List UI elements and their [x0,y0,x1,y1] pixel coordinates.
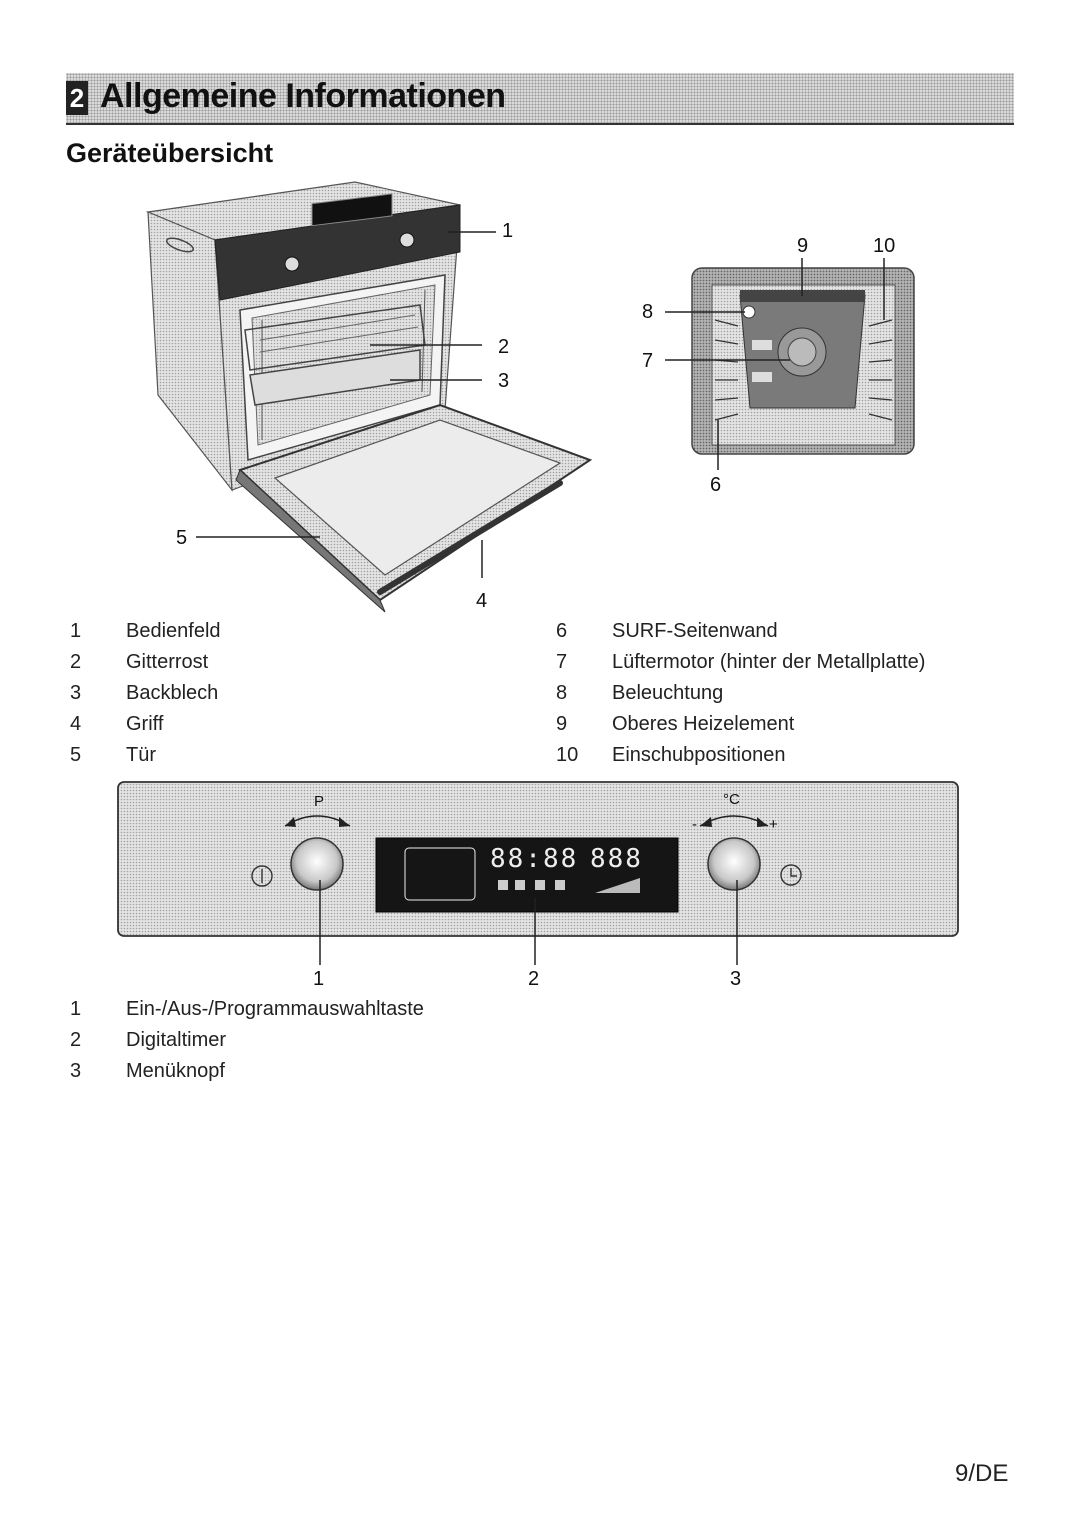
callout-label: 8 [642,301,654,323]
oven-handle [377,480,563,595]
oven-interior-photo [691,267,915,455]
power-icon [251,865,273,887]
oven-cavity [239,274,446,461]
callout-label: 2 [528,968,540,990]
panel-callout-lines [319,880,738,965]
callout-label: 1 [313,968,325,990]
callout-label: 3 [498,370,510,392]
right-knob [707,837,761,891]
section-header-bar: 2 Allgemeine Informationen [66,73,1014,125]
clock-icon [780,864,802,886]
control-panel-illustration [117,781,959,937]
callout-label: 5 [176,527,188,549]
callout-label: 10 [873,235,896,257]
callout-label: 2 [498,336,510,358]
callout-label: 4 [476,590,488,612]
callout-label: 1 [502,220,514,242]
callout-label: 3 [730,968,742,990]
plus-mark: + [769,816,778,833]
section-title: Allgemeine Informationen [100,77,506,115]
callout-label: 7 [642,350,654,372]
minus-mark: - [692,816,697,833]
interior-callout-lines [665,258,885,470]
oven-control-strip [214,193,461,301]
oven-callout-lines [196,231,496,578]
display-temperature: 888 [590,844,643,874]
temperature-mark: °C [723,791,740,808]
callout-label: 9 [797,235,809,257]
left-knob [290,837,344,891]
section-number: 2 [66,81,88,115]
page-number: 9/DE [955,1460,1009,1487]
oven-door [235,403,593,613]
subsection-title: Geräteübersicht [66,138,274,168]
display-time: 88:88 [490,844,579,874]
callout-label: 6 [710,474,722,496]
program-mark: P [314,793,325,810]
